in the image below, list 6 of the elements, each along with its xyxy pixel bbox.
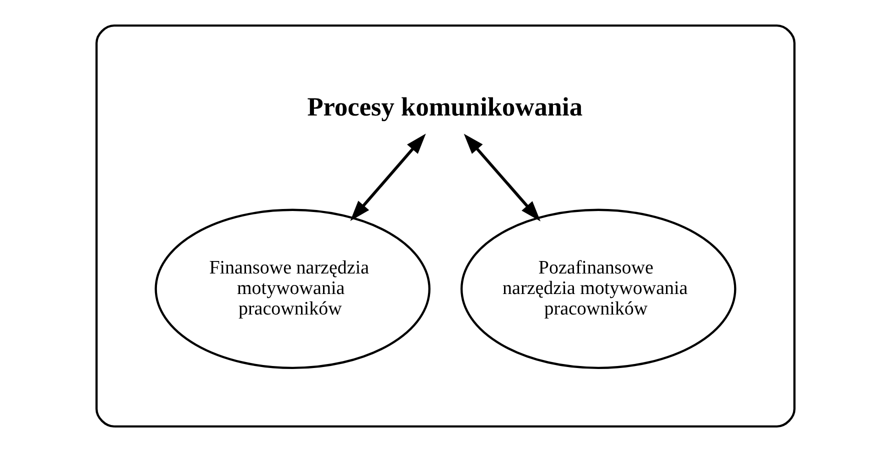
arrow [463, 134, 540, 222]
arrow [350, 134, 426, 221]
cluster [94, 24, 796, 428]
node-text: Procesy komunikowania [306, 92, 582, 122]
node-ellipse: Pozafinansowe narzędzia motywowania pracowników [460, 208, 736, 370]
node-ellipse: Finansowe narzędzia motywowania pracowników [154, 208, 430, 370]
